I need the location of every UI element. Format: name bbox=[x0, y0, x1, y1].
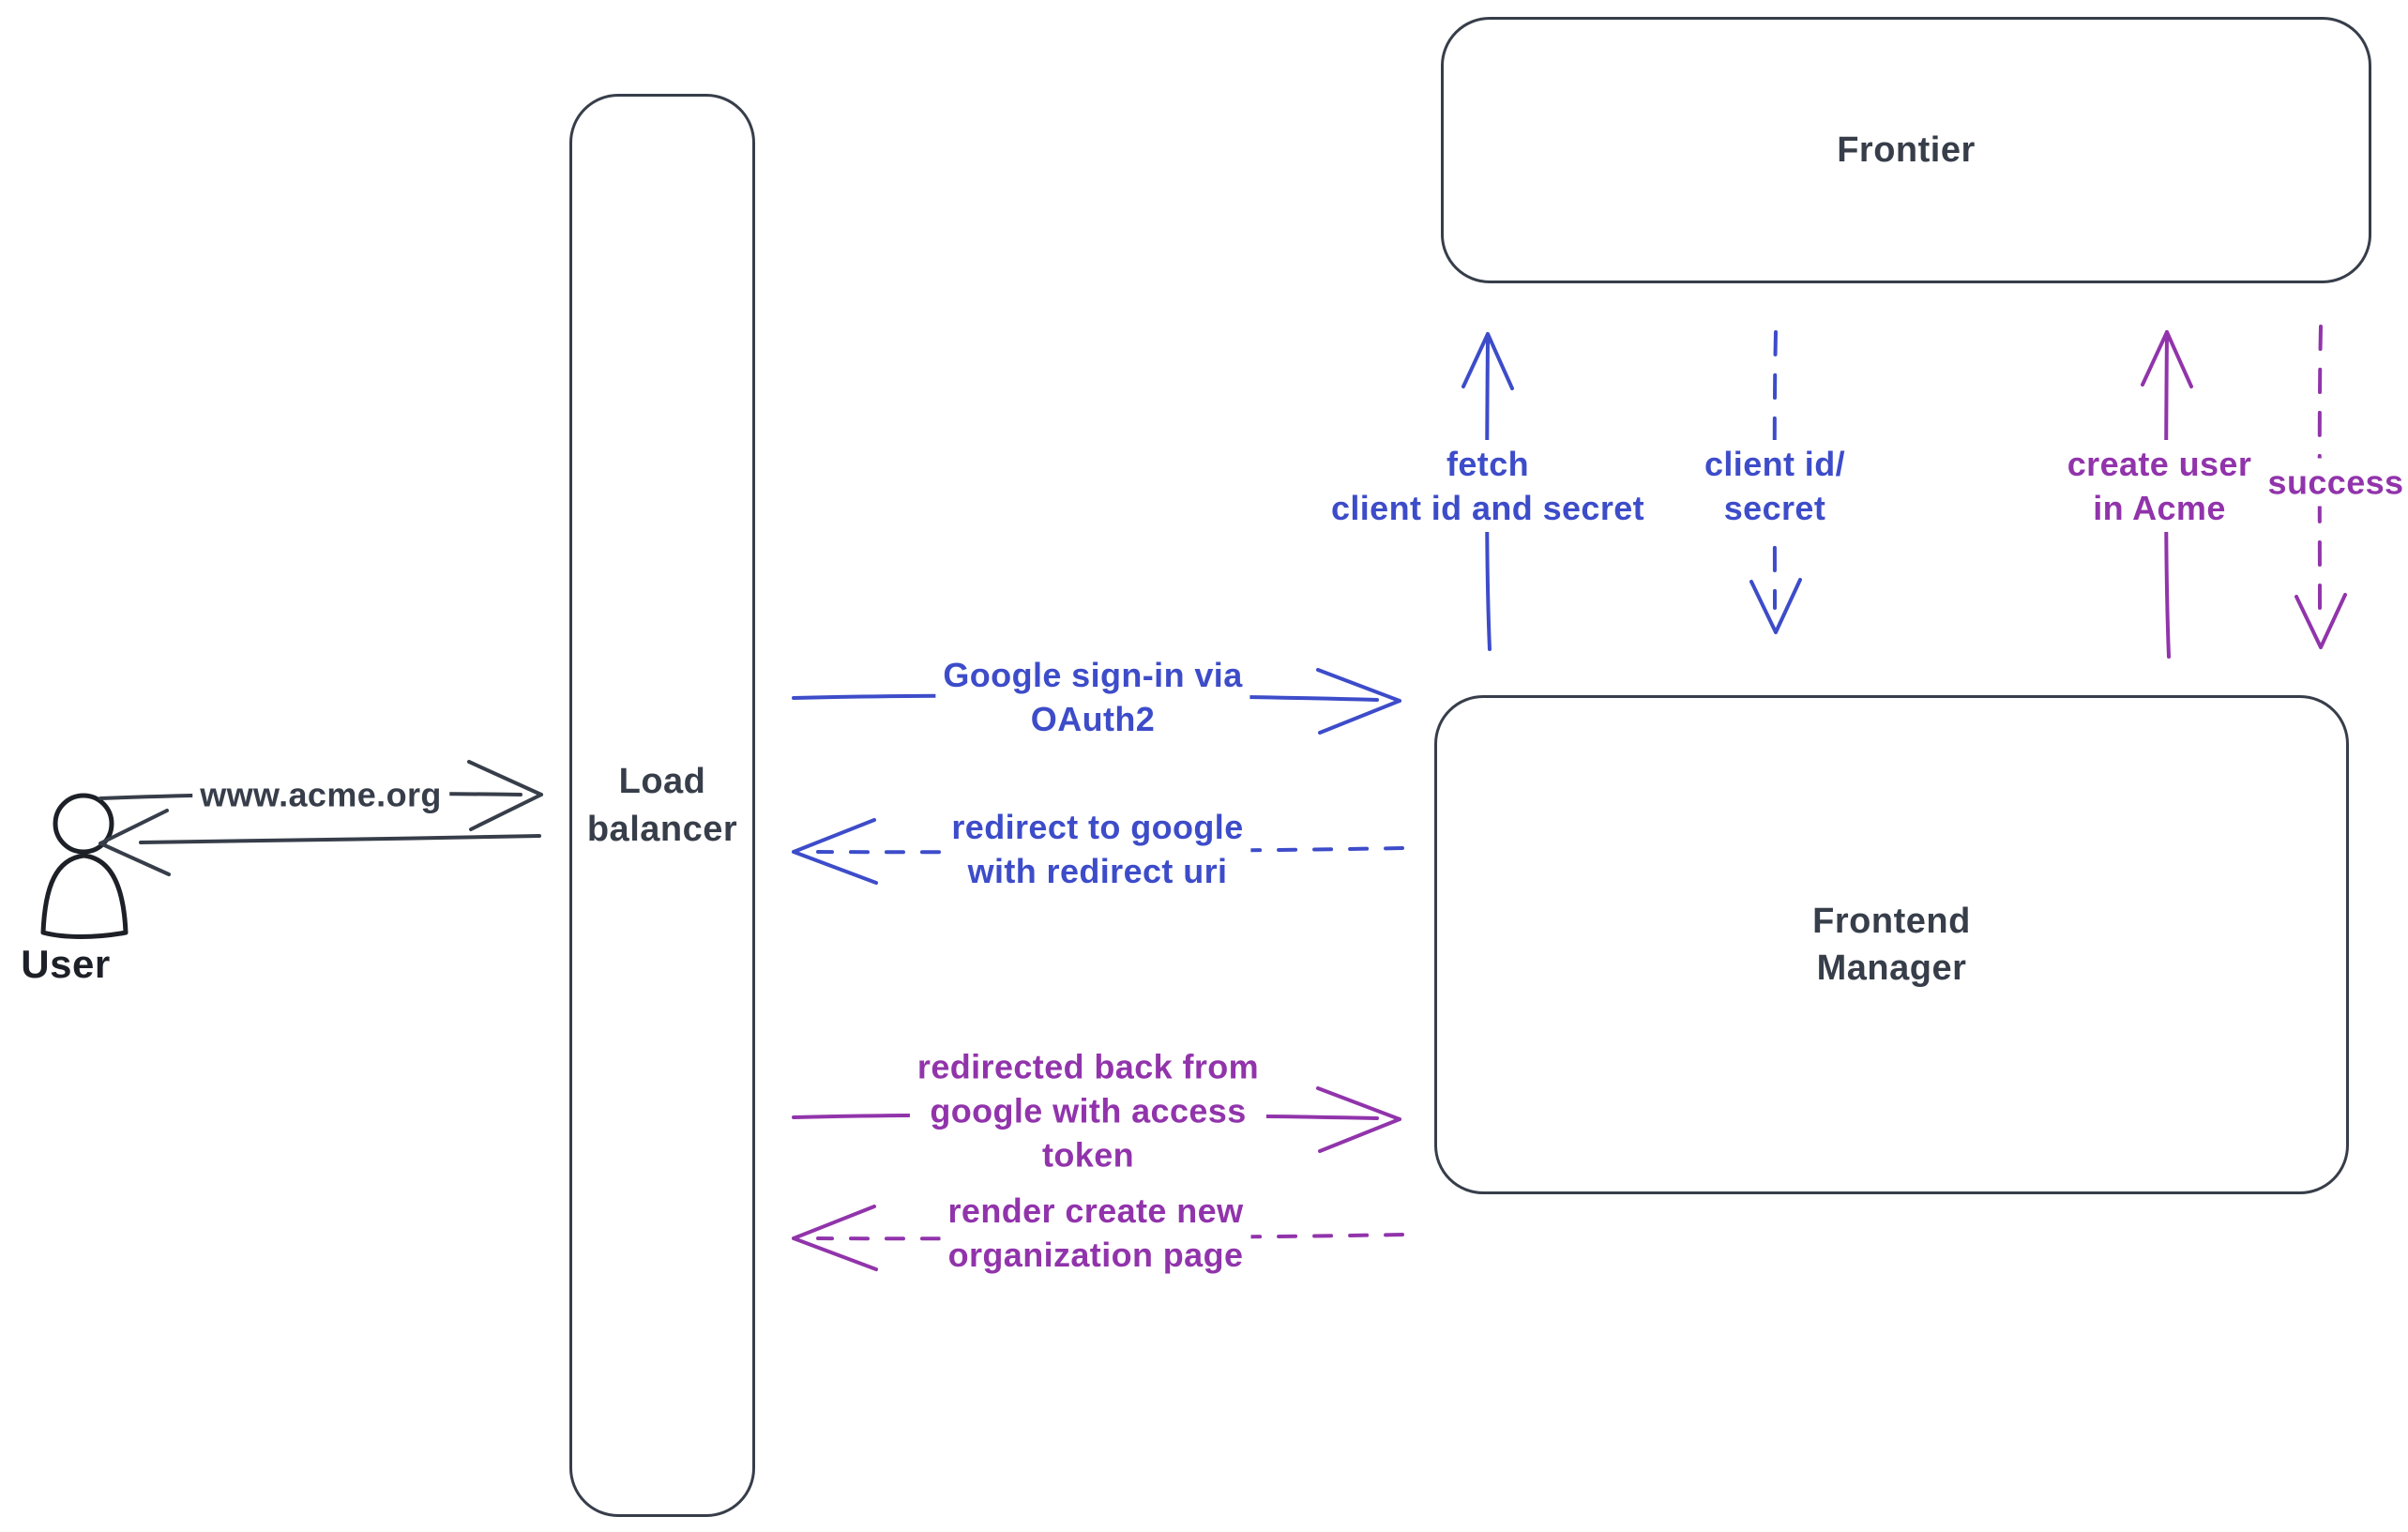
label-redirected-back: redirected back from google with access … bbox=[909, 1042, 1267, 1179]
arrow-response-to-user bbox=[98, 809, 541, 876]
box-frontier: Frontier bbox=[1441, 17, 2371, 283]
label-line: secret bbox=[1723, 489, 1826, 527]
label-create-user: create user in Acme bbox=[2059, 440, 2260, 532]
box-frontend-manager: Frontend Manager bbox=[1434, 695, 2349, 1194]
label-line: render create new bbox=[947, 1191, 1244, 1230]
label-fetch-credentials: fetch client id and secret bbox=[1323, 440, 1653, 532]
label-line: organization page bbox=[947, 1236, 1244, 1274]
box-load-balancer: Load balancer bbox=[569, 94, 755, 1517]
label-line: token bbox=[1041, 1135, 1135, 1175]
label-line: Frontend bbox=[1812, 901, 1971, 941]
load-balancer-label: Load balancer bbox=[587, 758, 737, 852]
label-line: Google sign-in via bbox=[943, 656, 1243, 694]
user-head-icon bbox=[53, 793, 114, 855]
label-line: Manager bbox=[1816, 948, 1967, 988]
label-google-signin: Google sign-in via OAuth2 bbox=[935, 651, 1250, 743]
label-line: google with access bbox=[930, 1091, 1247, 1130]
label-line: www.acme.org bbox=[200, 775, 442, 814]
label-line: redirect to google bbox=[951, 808, 1244, 846]
label-line: in Acme bbox=[2093, 489, 2226, 527]
label-line: with redirect uri bbox=[967, 852, 1228, 890]
label-line: fetch bbox=[1446, 445, 1530, 483]
label-line: client id and secret bbox=[1330, 489, 1645, 527]
label-success: success bbox=[2260, 458, 2408, 507]
label-client-id-secret: client id/ secret bbox=[1696, 440, 1854, 532]
frontend-manager-label: Frontend Manager bbox=[1812, 898, 1971, 992]
user-body-icon bbox=[40, 853, 129, 939]
label-line: create user bbox=[2067, 445, 2252, 483]
label-line: client id/ bbox=[1704, 445, 1846, 483]
label-redirect-to-google: redirect to google with redirect uri bbox=[944, 803, 1251, 895]
user-figure-icon bbox=[40, 793, 129, 939]
label-line: balancer bbox=[586, 809, 738, 849]
label-acme-url: www.acme.org bbox=[192, 770, 449, 819]
frontier-label: Frontier bbox=[1837, 129, 1976, 170]
label-line: success bbox=[2267, 463, 2404, 502]
label-line: redirected back from bbox=[916, 1047, 1260, 1086]
label-line: OAuth2 bbox=[1030, 700, 1156, 738]
label-render-org-page: render create new organization page bbox=[940, 1187, 1251, 1279]
user-label: User bbox=[21, 942, 111, 986]
label-line: Load bbox=[618, 762, 706, 802]
